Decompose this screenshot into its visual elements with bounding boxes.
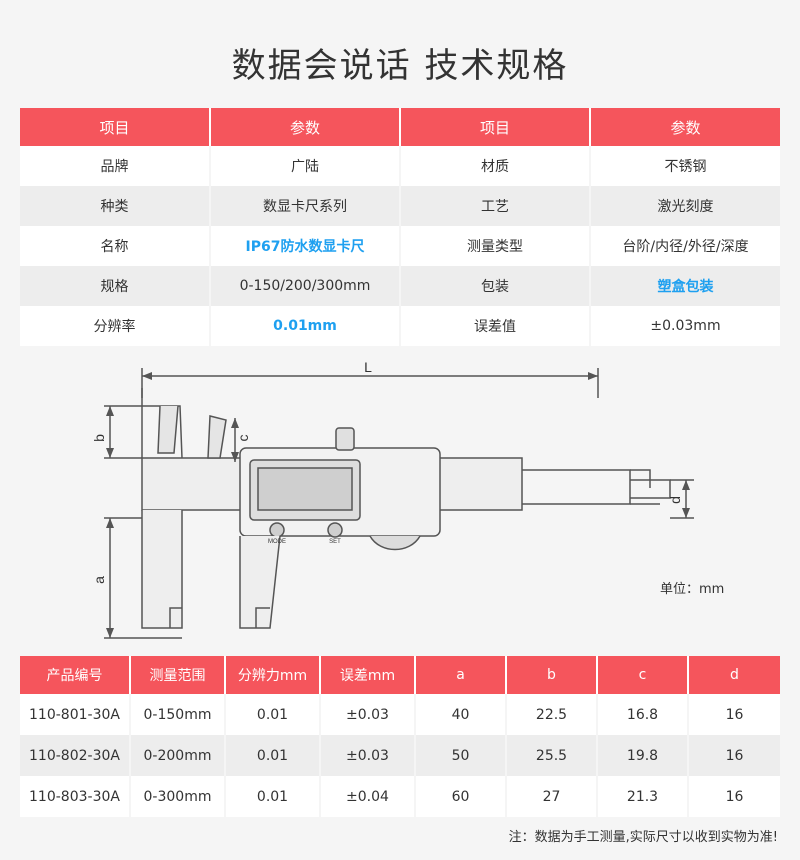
spec-cell: 材质	[400, 146, 591, 186]
spec-cell: 分辨率	[20, 306, 211, 346]
product-cell: 40	[415, 694, 507, 735]
product-cell: 0-200mm	[130, 735, 226, 776]
product-header: 测量范围	[130, 656, 226, 694]
product-header: a	[415, 656, 507, 694]
product-header-row: 产品编号 测量范围 分辨力mm 误差mm a b c d	[20, 656, 780, 694]
table-row: 110-802-30A 0-200mm 0.01 ±0.03 50 25.5 1…	[20, 735, 780, 776]
product-header: 产品编号	[20, 656, 131, 694]
product-cell: 110-801-30A	[20, 694, 131, 735]
product-cell: 25.5	[506, 735, 598, 776]
product-cell: ±0.03	[320, 735, 416, 776]
product-header: 分辨力mm	[225, 656, 321, 694]
spec-cell-highlight: 0.01mm	[210, 306, 401, 346]
dim-label-L: L	[364, 359, 372, 375]
footnote: 注：数据为手工测量,实际尺寸以收到实物为准!	[508, 830, 778, 845]
spec-header-item: 项目	[20, 108, 211, 146]
dim-label-d: d	[667, 496, 683, 504]
product-cell: ±0.03	[320, 694, 416, 735]
spec-header-item: 项目	[400, 108, 591, 146]
product-cell: 21.3	[597, 776, 689, 817]
product-cell: 22.5	[506, 694, 598, 735]
product-cell: 16	[688, 776, 780, 817]
spec-cell: 0-150/200/300mm	[210, 266, 401, 306]
spec-cell: 广陆	[210, 146, 401, 186]
product-header: 误差mm	[320, 656, 416, 694]
product-table: 产品编号 测量范围 分辨力mm 误差mm a b c d 110-801-30A…	[20, 656, 780, 817]
product-header: c	[597, 656, 689, 694]
product-cell: 0-150mm	[130, 694, 226, 735]
product-cell: 110-802-30A	[20, 735, 131, 776]
spec-cell: 不锈钢	[590, 146, 780, 186]
spec-cell: 品牌	[20, 146, 211, 186]
product-cell: 0.01	[225, 694, 321, 735]
product-header: d	[688, 656, 780, 694]
product-cell: 16	[688, 694, 780, 735]
product-cell: 0.01	[225, 776, 321, 817]
unit-label: 单位：mm	[660, 582, 725, 597]
table-row: 品牌 广陆 材质 不锈钢	[20, 146, 780, 186]
page-title: 数据会说话 技术规格	[231, 46, 569, 86]
spec-table: 项目 参数 项目 参数 品牌 广陆 材质 不锈钢 种类 数显卡尺系列 工艺 激光…	[20, 108, 780, 346]
spec-cell: 种类	[20, 186, 211, 226]
spec-cell: 台阶/内径/外径/深度	[590, 226, 780, 266]
set-button-label: SET	[329, 539, 341, 545]
spec-cell-highlight: IP67防水数显卡尺	[210, 226, 401, 266]
spec-cell: 数显卡尺系列	[210, 186, 401, 226]
spec-cell: 包装	[400, 266, 591, 306]
spec-cell: 规格	[20, 266, 211, 306]
product-cell: 110-803-30A	[20, 776, 131, 817]
caliper-drawing: L b a c d MODE SET	[91, 359, 694, 639]
spec-header-param: 参数	[210, 108, 401, 146]
product-cell: 50	[415, 735, 507, 776]
product-cell: 0.01	[225, 735, 321, 776]
product-header: b	[506, 656, 598, 694]
table-row: 分辨率 0.01mm 误差值 ±0.03mm	[20, 306, 780, 346]
spec-cell: 激光刻度	[590, 186, 780, 226]
spec-cell: ±0.03mm	[590, 306, 780, 346]
mode-button-label: MODE	[268, 539, 286, 545]
product-cell: 16	[688, 735, 780, 776]
dim-label-b: b	[91, 434, 107, 442]
table-row: 110-803-30A 0-300mm 0.01 ±0.04 60 27 21.…	[20, 776, 780, 817]
table-row: 名称 IP67防水数显卡尺 测量类型 台阶/内径/外径/深度	[20, 226, 780, 266]
spec-cell: 工艺	[400, 186, 591, 226]
spec-header-row: 项目 参数 项目 参数	[20, 108, 780, 146]
table-row: 110-801-30A 0-150mm 0.01 ±0.03 40 22.5 1…	[20, 694, 780, 735]
spec-cell: 误差值	[400, 306, 591, 346]
spec-cell: 名称	[20, 226, 211, 266]
table-row: 规格 0-150/200/300mm 包装 塑盒包装	[20, 266, 780, 306]
spec-cell-highlight: 塑盒包装	[590, 266, 780, 306]
dim-label-c: c	[235, 435, 251, 442]
product-cell: 60	[415, 776, 507, 817]
product-cell: 27	[506, 776, 598, 817]
product-cell: 19.8	[597, 735, 689, 776]
spec-header-param: 参数	[590, 108, 780, 146]
product-cell: 0-300mm	[130, 776, 226, 817]
product-cell: 16.8	[597, 694, 689, 735]
table-row: 种类 数显卡尺系列 工艺 激光刻度	[20, 186, 780, 226]
dim-label-a: a	[91, 576, 107, 584]
product-cell: ±0.04	[320, 776, 416, 817]
spec-cell: 测量类型	[400, 226, 591, 266]
